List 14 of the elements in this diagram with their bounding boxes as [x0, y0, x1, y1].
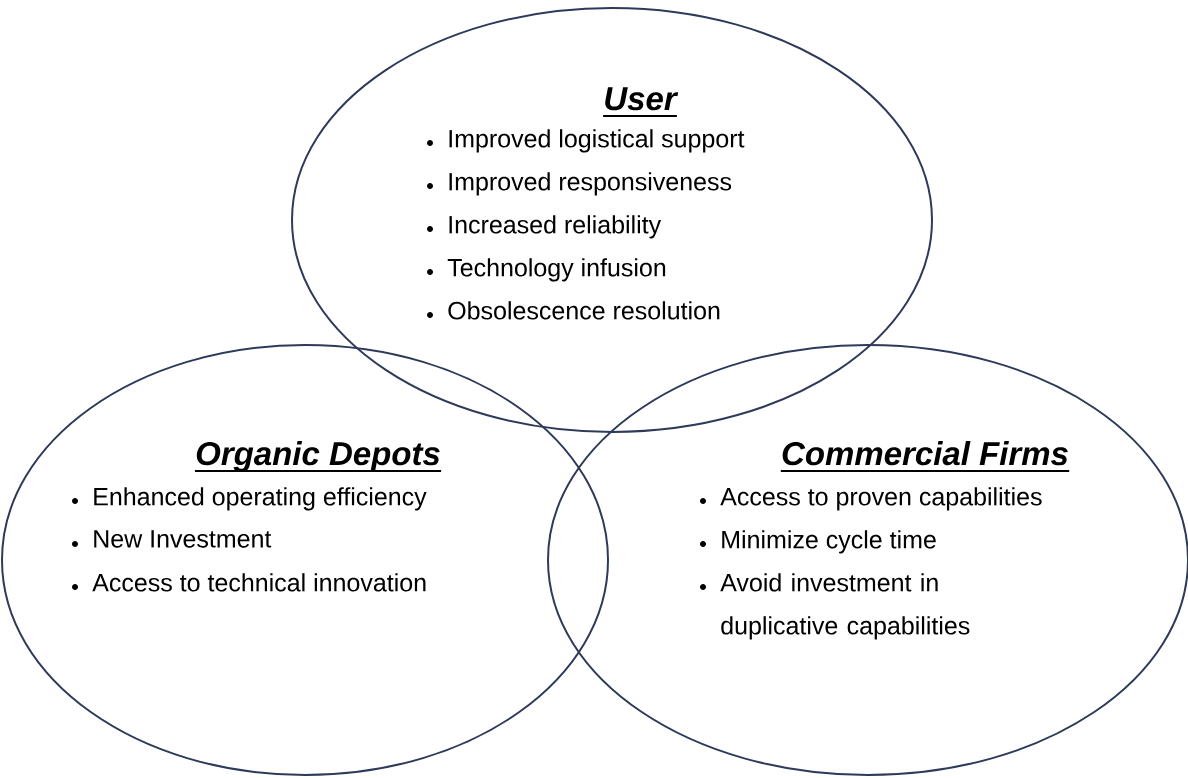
bullet-item: Avoid investment in duplicative capabilities — [700, 573, 970, 640]
bullet-item: Technology infusion — [427, 258, 666, 282]
bullet-item: Improved logistical support — [427, 129, 745, 153]
bullet-item: New Investment — [72, 530, 272, 548]
bullet-item: Minimize cycle time — [700, 530, 936, 554]
heading: User — [602, 87, 679, 117]
bullet-item: Enhanced operating efficiency — [72, 487, 427, 511]
bullet-item: Improved responsiveness — [427, 172, 732, 196]
bullet-item: Obsolescence resolution — [427, 301, 720, 320]
bullet-item: Access to proven capabilities — [700, 487, 1042, 511]
bullet-item: Increased reliability — [427, 215, 662, 239]
heading: Organic Depots — [193, 441, 443, 472]
bullet-item: Access to technical innovation — [72, 573, 426, 592]
heading: Commercial Firms — [779, 441, 1071, 472]
